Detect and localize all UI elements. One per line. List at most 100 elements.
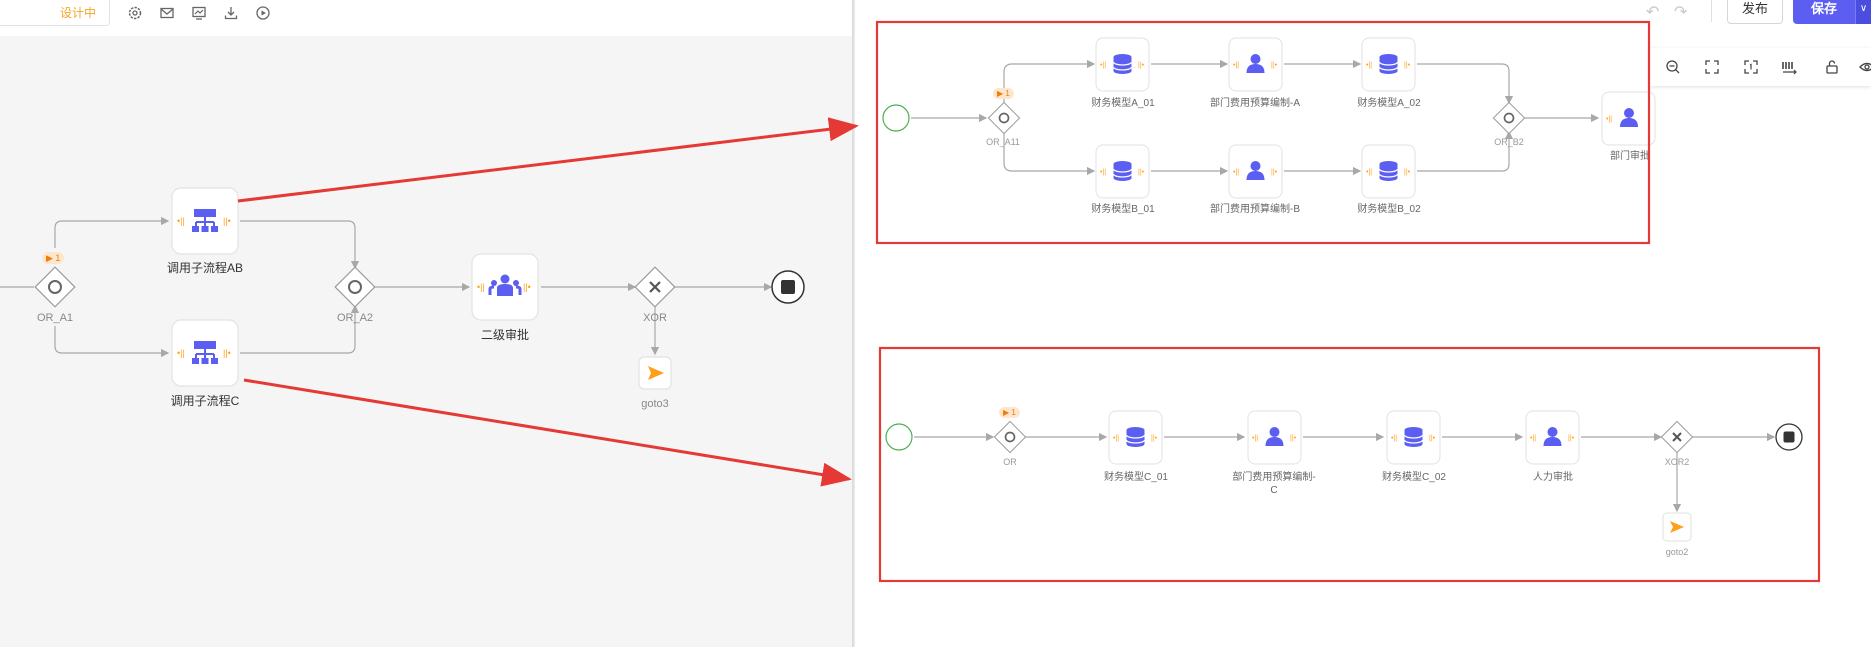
task-fin-c01[interactable]: •|| ||• [1108,410,1163,465]
task-fin-a02[interactable]: •||||• [1361,37,1416,92]
gateway-xor2-label: XOR2 [1664,457,1690,467]
save-button[interactable]: 保存 [1793,0,1855,24]
gateway-or-a1[interactable] [34,266,76,308]
gateway-or-a1-label: OR_A1 [36,312,74,324]
task-fin-c02[interactable]: •|| ||• [1386,410,1441,465]
task-fin-a02-label: 财务模型A_02 [1357,98,1421,109]
svg-text:||•: ||• [1138,62,1145,69]
annotation-box-ab [875,20,1651,245]
task-dept-approve-label: 部门审批 [1610,151,1648,162]
publish-button[interactable]: 发布 [1727,0,1783,24]
task-dept-c[interactable]: •||||• [1247,410,1302,465]
svg-text:||•: ||• [1429,435,1436,442]
annotation-arrow-ab [237,117,859,203]
mail-icon[interactable] [158,4,176,22]
svg-text:•||: •|| [1233,169,1239,176]
subflow-ab: •||||• •||||• •||||• •||||• •||||• •||||… [882,37,1656,199]
gateway-xor2[interactable] [1660,420,1694,454]
subprocess-preview-panel [854,0,1871,647]
goto3-label: goto3 [641,398,669,410]
svg-text:||•: ||• [523,282,531,292]
task-fin-c01-label: 财务模型C_01 [1104,472,1168,483]
main-flow: •|| ||• •|| ||• •|| ||• [0,187,805,390]
task-dept-b-label: 部门费用预算编制-B [1210,204,1300,215]
svg-text:||•: ||• [1568,435,1575,442]
edge [240,220,360,270]
save-dropdown-button[interactable]: ∨ [1855,0,1871,24]
svg-text:•||: •|| [1252,435,1258,442]
eye-icon[interactable] [1858,58,1871,76]
gateway-or-a2[interactable] [334,266,376,308]
gateway-or-label: OR [1003,457,1017,467]
download-icon[interactable] [222,4,240,22]
canvas-toolbar [1650,48,1871,86]
gateway-or-b2[interactable] [1492,101,1526,135]
subprocess-ab-node[interactable]: •|| ||• [171,187,239,255]
count-badge: ▶ 1 [42,252,65,264]
svg-text:||•: ||• [1138,169,1145,176]
subprocess-c-node[interactable]: •|| ||• [171,319,239,387]
toolbar-divider [1711,0,1712,22]
task-hr-approve[interactable]: •|| ||• [1525,410,1580,465]
svg-text:•||: •|| [1606,116,1612,123]
svg-text:•||: •|| [1233,62,1239,69]
play-icon[interactable] [254,4,272,22]
edge [54,326,170,358]
svg-text:||•: ||• [1404,62,1411,69]
undo-icon[interactable]: ↶ [1646,4,1660,21]
svg-text:•||: •|| [1391,435,1397,442]
goto2-node[interactable] [1662,512,1692,542]
approval-level2-node[interactable]: •|| ||• [471,253,539,321]
task-dept-b[interactable]: •||||• [1228,144,1283,199]
start-event[interactable] [885,423,913,451]
svg-text:||•: ||• [1151,435,1158,442]
panel-divider[interactable] [852,0,855,647]
svg-text:•||: •|| [1113,435,1119,442]
task-dept-approve[interactable]: •|| [1601,91,1656,146]
gateway-xor-label: XOR [643,312,667,324]
gateway-xor[interactable] [634,266,676,308]
status-text: 设计中 [60,6,97,20]
svg-text:||•: ||• [223,216,231,226]
svg-text:•||: •|| [177,216,185,226]
svg-text:•||: •|| [177,348,185,358]
zoom-out-icon[interactable] [1664,58,1682,76]
main-canvas[interactable] [0,0,854,647]
end-event[interactable] [771,270,805,304]
task-fin-b02[interactable]: •|| ||• [1361,144,1416,199]
edge [240,304,360,354]
gateway-or[interactable] [993,420,1027,454]
svg-text:||•: ||• [1404,169,1411,176]
monitor-icon[interactable] [190,4,208,22]
gateway-or-a11[interactable] [987,101,1021,135]
gateway-or-a11-label: OR_A11 [986,137,1020,147]
svg-text:||•: ||• [1271,62,1278,69]
svg-text:•||: •|| [1366,169,1372,176]
task-dept-c-label: 部门费用预算编制-C [1232,472,1316,496]
task-dept-a[interactable]: •|| ||• [1228,37,1283,92]
approval-level2-label: 二级审批 [480,328,529,342]
task-dept-a-label: 部门费用预算编制-A [1210,98,1300,109]
fit-screen-icon[interactable] [1703,58,1721,76]
task-fin-b01-label: 财务模型B_01 [1091,204,1155,215]
subprocess-c-label: 调用子流程C [170,394,240,408]
task-hr-approve-label: 人力审批 [1533,472,1573,483]
minimap-icon[interactable] [1781,58,1799,76]
redo-icon[interactable]: ↷ [1674,4,1688,21]
actual-size-icon[interactable] [1742,58,1760,76]
task-fin-c02-label: 财务模型C_02 [1382,472,1446,483]
annotation-box-c [878,346,1821,583]
task-fin-a01[interactable]: •||||• [1095,37,1150,92]
settings-icon[interactable] [126,4,144,22]
task-fin-b01[interactable]: •||||• [1095,144,1150,199]
start-event[interactable] [882,104,910,132]
count-badge: ▶ 1 [993,88,1014,99]
goto3-node[interactable] [638,356,672,390]
annotation-arrow-c [243,378,852,487]
gateway-or-b2-label: OR_B2 [1494,137,1524,147]
end-event[interactable] [1775,423,1803,451]
svg-text:•||: •|| [1530,435,1536,442]
lock-icon[interactable] [1823,58,1841,76]
subprocess-ab-label: 调用子流程AB [166,261,243,275]
task-fin-a01-label: 财务模型A_01 [1091,98,1155,109]
